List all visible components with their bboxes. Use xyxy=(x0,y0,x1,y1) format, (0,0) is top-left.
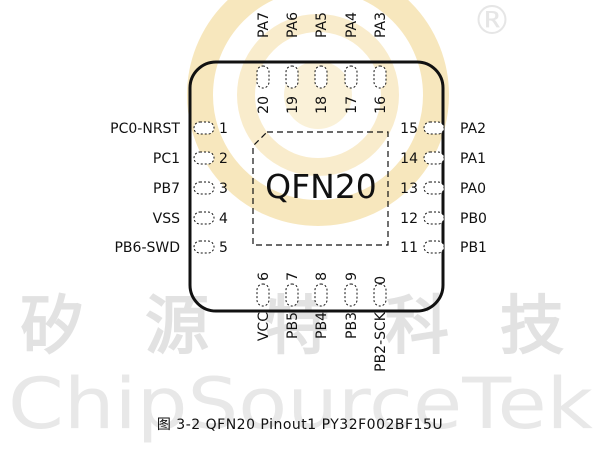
pin-pad xyxy=(423,211,445,225)
pin-name: PB0 xyxy=(460,211,487,227)
pin-pad xyxy=(256,283,270,307)
pin-19: PA6 19 xyxy=(285,12,301,114)
pin-number: 14 xyxy=(400,151,418,167)
pin-pad xyxy=(193,181,215,195)
pin-name: PC1 xyxy=(153,151,180,167)
pin-pad xyxy=(344,283,358,307)
pin-pad xyxy=(285,283,299,307)
figure-caption: 图 3-2 QFN20 Pinout1 PY32F002BF15U xyxy=(156,417,444,433)
watermark-logo xyxy=(187,0,449,226)
pin-pad xyxy=(256,65,270,89)
pin-11: 11 PB1 xyxy=(400,240,487,256)
pin-name: PB2-SCK xyxy=(373,311,389,372)
pin-number: 17 xyxy=(344,96,360,114)
pin-pad xyxy=(193,240,215,254)
pin-name: PB4 xyxy=(314,312,330,339)
pin-20: PA7 20 xyxy=(256,12,272,114)
pin-name: PB5 xyxy=(285,312,301,339)
pin-pad xyxy=(373,283,387,307)
pin-pad xyxy=(314,65,328,89)
pin-pad xyxy=(193,211,215,225)
pin-number: 3 xyxy=(219,181,228,197)
pin-17: PA4 17 xyxy=(344,12,360,114)
pin-number: 13 xyxy=(400,181,418,197)
exposed-die-pad xyxy=(252,131,389,246)
pin-13: 13 PA0 xyxy=(400,181,486,197)
pin-16: PA3 16 xyxy=(373,12,389,114)
pin-name: PA4 xyxy=(344,12,360,38)
pin-number: 18 xyxy=(314,96,330,114)
pin-5: PB6-SWD 5 xyxy=(114,240,227,256)
pin-name: PB3 xyxy=(344,312,360,339)
pin-name: PB1 xyxy=(460,240,487,256)
watermark-chinese-char: 矽 xyxy=(20,289,84,364)
watermark-chinese-char: 源 xyxy=(145,289,209,364)
pin-pad xyxy=(193,121,215,135)
pin-name: PB7 xyxy=(153,181,180,197)
pin-number: 2 xyxy=(219,151,228,167)
pin-name: PA7 xyxy=(256,12,272,38)
pin-2: PC1 2 xyxy=(153,151,228,167)
pin-15: 15 PA2 xyxy=(400,121,486,137)
pin-12: 12 PB0 xyxy=(400,211,487,227)
pin-name: PA6 xyxy=(285,12,301,38)
watermark-registered-mark: ® xyxy=(472,0,512,44)
pin-pad xyxy=(423,240,445,254)
pin-number: 8 xyxy=(314,272,330,281)
pin-number: 19 xyxy=(285,96,301,114)
pin-number: 20 xyxy=(256,96,272,114)
pin-number: 15 xyxy=(400,121,418,137)
pin-pad xyxy=(423,181,445,195)
watermark-english-text: ChipSourceTek xyxy=(8,363,594,445)
package-name: QFN20 xyxy=(265,167,377,206)
pin-18: PA5 18 xyxy=(314,12,330,114)
pin-number: 5 xyxy=(219,240,228,256)
pin-name: VCC xyxy=(256,312,272,341)
pin-name: PC0-NRST xyxy=(110,121,180,137)
pin-number: 7 xyxy=(285,272,301,281)
pin-4: VSS 4 xyxy=(153,211,228,227)
pin-10: 10PB2-SCK xyxy=(373,276,389,372)
pin-name: PA2 xyxy=(460,121,486,137)
pin-14: 14 PA1 xyxy=(400,151,486,167)
pin-pad xyxy=(285,65,299,89)
pin-name: PB6-SWD xyxy=(114,240,180,256)
pin-name: PA0 xyxy=(460,181,486,197)
pin-pad xyxy=(423,151,445,165)
pin-pad xyxy=(314,283,328,307)
pin-1: PC0-NRST 1 xyxy=(110,121,228,137)
pin-name: PA1 xyxy=(460,151,486,167)
pin-number: 12 xyxy=(400,211,418,227)
pin-pad xyxy=(423,121,445,135)
watermark-chinese-text: 矽源特科技 xyxy=(20,289,564,364)
pin-pad xyxy=(373,65,387,89)
pin-number: 1 xyxy=(219,121,228,137)
pin-number: 6 xyxy=(256,272,272,281)
pin-pad xyxy=(344,65,358,89)
pin-pad xyxy=(193,151,215,165)
pin-number: 9 xyxy=(344,272,360,281)
pin-name: PA3 xyxy=(373,12,389,38)
pin-number: 4 xyxy=(219,211,228,227)
pin-name: VSS xyxy=(153,211,180,227)
pin-number: 16 xyxy=(373,96,389,114)
pin-3: PB7 3 xyxy=(153,181,228,197)
pin-number: 11 xyxy=(400,240,418,256)
watermark-chinese-char: 技 xyxy=(500,289,564,364)
pin-name: PA5 xyxy=(314,12,330,38)
